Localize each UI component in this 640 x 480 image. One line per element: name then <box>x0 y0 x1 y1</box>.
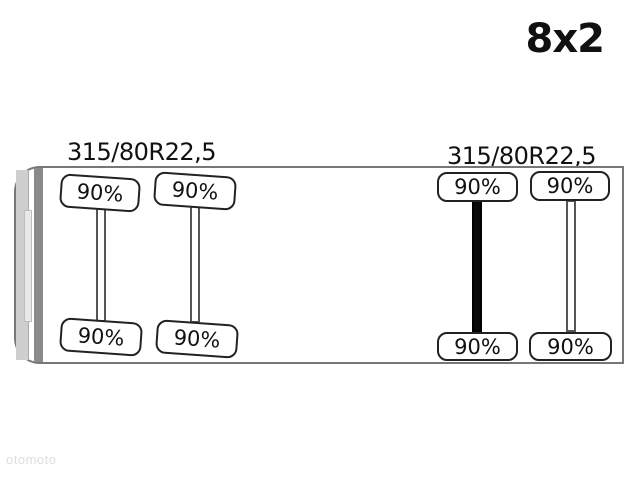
axle-2-shaft <box>190 205 200 323</box>
axle-1-left-tire: 90% <box>58 173 142 213</box>
axle-4-shaft <box>566 200 576 332</box>
axle-configuration-label: 8x2 <box>525 16 605 62</box>
axle-2-right-tire: 90% <box>154 319 240 359</box>
front-tire-size-label: 315/80R22,5 <box>67 138 217 166</box>
axle-2-left-tire: 90% <box>152 171 238 211</box>
axle-4-left-tire: 90% <box>530 171 610 201</box>
axle-1-shaft <box>96 206 106 322</box>
cab-grille-slot <box>24 210 32 322</box>
axle-3-right-tire: 90% <box>437 332 518 361</box>
watermark-text: otomoto <box>6 452 57 467</box>
rear-tire-size-label: 315/80R22,5 <box>447 142 597 170</box>
axle-3-drive-shaft <box>472 200 482 332</box>
axle-1-right-tire: 90% <box>58 317 144 357</box>
cab-separator-bar <box>34 168 43 362</box>
axle-3-left-tire: 90% <box>437 172 518 202</box>
axle-4-right-tire: 90% <box>529 332 612 361</box>
